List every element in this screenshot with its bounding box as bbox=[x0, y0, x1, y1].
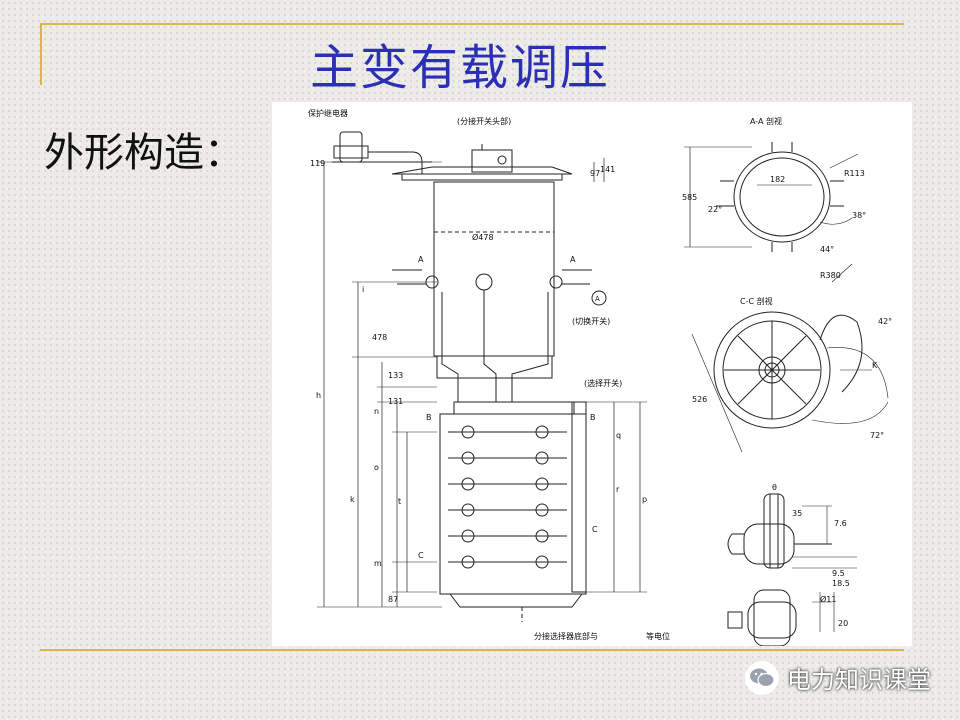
selector-label: (选择开关) bbox=[584, 378, 622, 388]
wechat-icon bbox=[745, 660, 779, 695]
contact-rows bbox=[448, 425, 567, 569]
dim-22: 22° bbox=[708, 205, 722, 214]
dim-k: k bbox=[350, 495, 355, 504]
section-cc-label: C-C 剖视 bbox=[740, 296, 773, 306]
dim-n: n bbox=[374, 407, 379, 416]
dim-72: 72° bbox=[870, 431, 884, 440]
bottom-note-a: 分接选择器底部与 bbox=[534, 631, 598, 641]
page-title: 主变有载调压 bbox=[310, 40, 611, 96]
dim-q: q bbox=[616, 431, 621, 440]
b-right-label: B bbox=[590, 413, 596, 422]
dim-20: 20 bbox=[838, 619, 848, 628]
dim-9-5: 9.5 bbox=[832, 569, 845, 578]
dim-182: 182 bbox=[770, 175, 785, 184]
dim-131: 131 bbox=[388, 397, 403, 406]
protect-relay-label: 保护继电器 bbox=[308, 108, 348, 118]
c-left-label: C bbox=[418, 551, 424, 560]
bottom-note-b: 等电位 bbox=[646, 631, 670, 641]
a-left-label: A bbox=[418, 255, 424, 264]
dim-35: 35 bbox=[792, 509, 802, 518]
dim-m: m bbox=[374, 559, 382, 568]
dim-t: t bbox=[398, 497, 401, 506]
dim-44: 44° bbox=[820, 245, 834, 254]
watermark: 电力知识课堂 bbox=[745, 660, 931, 695]
theta-label: θ bbox=[772, 483, 777, 492]
dim-d478: Ø478 bbox=[472, 232, 494, 242]
dim-141: 141 bbox=[600, 165, 615, 174]
diverter-head-label: (分接开关头部) bbox=[457, 116, 511, 126]
dim-7-6: 7.6 bbox=[834, 519, 847, 528]
dim-h: h bbox=[316, 391, 321, 400]
technical-drawing: 保护继电器 (分接开关头部) A-A 剖视 C-C 剖视 (切换开关) (选择开… bbox=[272, 102, 912, 646]
elevation-view bbox=[317, 131, 647, 622]
dim-133: 133 bbox=[388, 371, 403, 380]
section-cc bbox=[691, 263, 889, 453]
section-aa-label: A-A 剖视 bbox=[750, 116, 782, 126]
circle-a-label: A bbox=[595, 295, 600, 303]
section-aa bbox=[684, 142, 859, 252]
dim-18-5: 18.5 bbox=[832, 579, 850, 588]
bottom-rule bbox=[40, 649, 904, 651]
diverter-switch-label: (切换开关) bbox=[572, 316, 610, 326]
dim-42: 42° bbox=[878, 317, 892, 326]
bushing-detail bbox=[727, 493, 857, 646]
dim-p: p bbox=[642, 495, 647, 504]
watermark-text: 电力知识课堂 bbox=[787, 666, 931, 694]
dim-r113: R113 bbox=[844, 169, 865, 178]
left-rule bbox=[40, 23, 42, 85]
dim-585: 585 bbox=[682, 193, 697, 202]
dim-38: 38° bbox=[852, 211, 866, 220]
dim-526: 526 bbox=[692, 395, 707, 404]
dim-i: i bbox=[362, 285, 364, 294]
dim-478: 478 bbox=[372, 333, 387, 342]
c-right-label: C bbox=[592, 525, 598, 534]
dim-87: 87 bbox=[388, 595, 398, 604]
b-left-label: B bbox=[426, 413, 432, 422]
dim-r380: R380 bbox=[820, 271, 841, 280]
top-rule bbox=[40, 23, 904, 25]
k-label: K bbox=[872, 361, 878, 370]
a-right-label: A bbox=[570, 255, 576, 264]
dim-97: 97 bbox=[590, 169, 600, 178]
section-heading: 外形构造： bbox=[44, 130, 244, 176]
dim-d11: Ø11 bbox=[820, 594, 836, 604]
dim-119: 119 bbox=[310, 159, 325, 168]
dim-r: r bbox=[616, 485, 620, 494]
dim-o: o bbox=[374, 463, 379, 472]
